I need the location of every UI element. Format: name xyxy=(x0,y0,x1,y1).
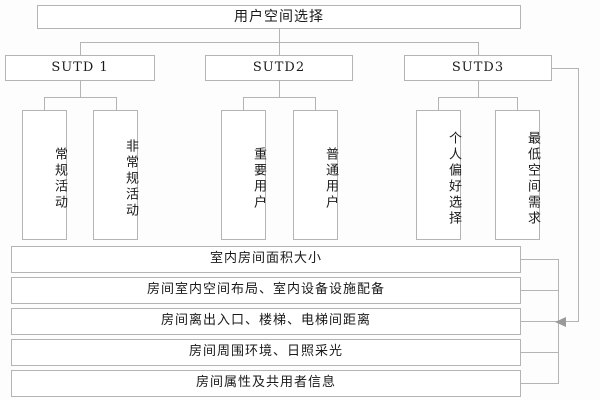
attribute-row-room-area-label: 室内房间面积大小 xyxy=(209,251,322,267)
connector-sutd-3-child-1 xyxy=(438,97,439,110)
connector-sutd-3-child-2 xyxy=(517,97,518,110)
leaf-node-irregular-activity: 非常规活动 xyxy=(93,110,138,240)
connector-sutd-1-child-1 xyxy=(44,97,45,110)
connector-sutd-3-feedback-out xyxy=(552,68,579,69)
connector-feedback-vertical xyxy=(578,68,579,322)
attribute-row-surrounding-environment-label: 房间周围环境、日照采光 xyxy=(188,344,343,360)
attribute-row-room-area: 室内房间面积大小 xyxy=(11,246,521,273)
connector-attr-2-stub xyxy=(521,290,558,291)
connector-to-sutd-2 xyxy=(279,42,280,55)
connector-to-sutd-3 xyxy=(478,42,479,55)
attribute-row-distance-to-exit-label: 房间离出入口、楼梯、电梯间距离 xyxy=(160,313,371,329)
leaf-node-regular-activity-label: 常规活动 xyxy=(52,147,67,211)
leaf-node-important-user: 重要用户 xyxy=(221,110,266,240)
connector-sutd-1-bus xyxy=(44,97,116,98)
feedback-arrow-icon xyxy=(555,317,566,327)
connector-attr-1-stub xyxy=(521,259,558,260)
attribute-row-surrounding-environment: 房间周围环境、日照采光 xyxy=(11,339,521,366)
leaf-node-regular-activity: 常规活动 xyxy=(22,110,67,240)
leaf-node-minimum-space-demand: 最低空间需求 xyxy=(495,110,540,240)
connector-sutd-2-drop xyxy=(279,81,280,97)
connector-feedback-in xyxy=(566,321,579,322)
connector-to-sutd-1 xyxy=(80,42,81,55)
connector-attr-5-stub xyxy=(521,383,558,384)
connector-attr-4-stub xyxy=(521,352,558,353)
attribute-row-distance-to-exit: 房间离出入口、楼梯、电梯间距离 xyxy=(11,308,521,335)
leaf-node-personal-preference-label: 个人偏好选择 xyxy=(446,131,461,227)
connector-sutd-2-child-1 xyxy=(243,97,244,110)
attribute-row-room-properties-label: 房间属性及共用者信息 xyxy=(195,375,336,391)
attribute-row-interior-layout-label: 房间室内空间布局、室内设备设施配备 xyxy=(146,282,385,298)
connector-sutd-1-child-2 xyxy=(116,97,117,110)
attribute-row-room-properties: 房间属性及共用者信息 xyxy=(11,370,521,397)
connector-sutd-2-bus xyxy=(243,97,315,98)
group-node-sutd-2-label: SUTD2 xyxy=(252,59,306,75)
leaf-node-personal-preference: 个人偏好选择 xyxy=(416,110,461,240)
connector-sutd-3-bus xyxy=(438,97,517,98)
group-node-sutd-3: SUTD3 xyxy=(404,55,552,81)
leaf-node-irregular-activity-label: 非常规活动 xyxy=(123,139,138,219)
group-node-sutd-1-label: SUTD 1 xyxy=(51,59,109,75)
attribute-row-interior-layout: 房间室内空间布局、室内设备设施配备 xyxy=(11,277,521,304)
connector-attr-3-stub xyxy=(521,321,558,322)
leaf-node-ordinary-user-label: 普通用户 xyxy=(323,147,338,211)
connector-sutd-1-drop xyxy=(80,81,81,97)
group-node-sutd-2: SUTD2 xyxy=(205,55,353,81)
root-node-user-space-selection: 用户空间选择 xyxy=(37,5,521,29)
group-node-sutd-3-label: SUTD3 xyxy=(451,59,505,75)
group-node-sutd-1: SUTD 1 xyxy=(5,55,155,81)
leaf-node-important-user-label: 重要用户 xyxy=(251,147,266,211)
connector-root-drop xyxy=(279,29,280,42)
connector-sutd-3-drop xyxy=(478,81,479,97)
root-node-label: 用户空间选择 xyxy=(234,8,324,25)
leaf-node-ordinary-user: 普通用户 xyxy=(293,110,338,240)
connector-sutd-2-child-2 xyxy=(315,97,316,110)
leaf-node-minimum-space-demand-label: 最低空间需求 xyxy=(525,131,540,227)
